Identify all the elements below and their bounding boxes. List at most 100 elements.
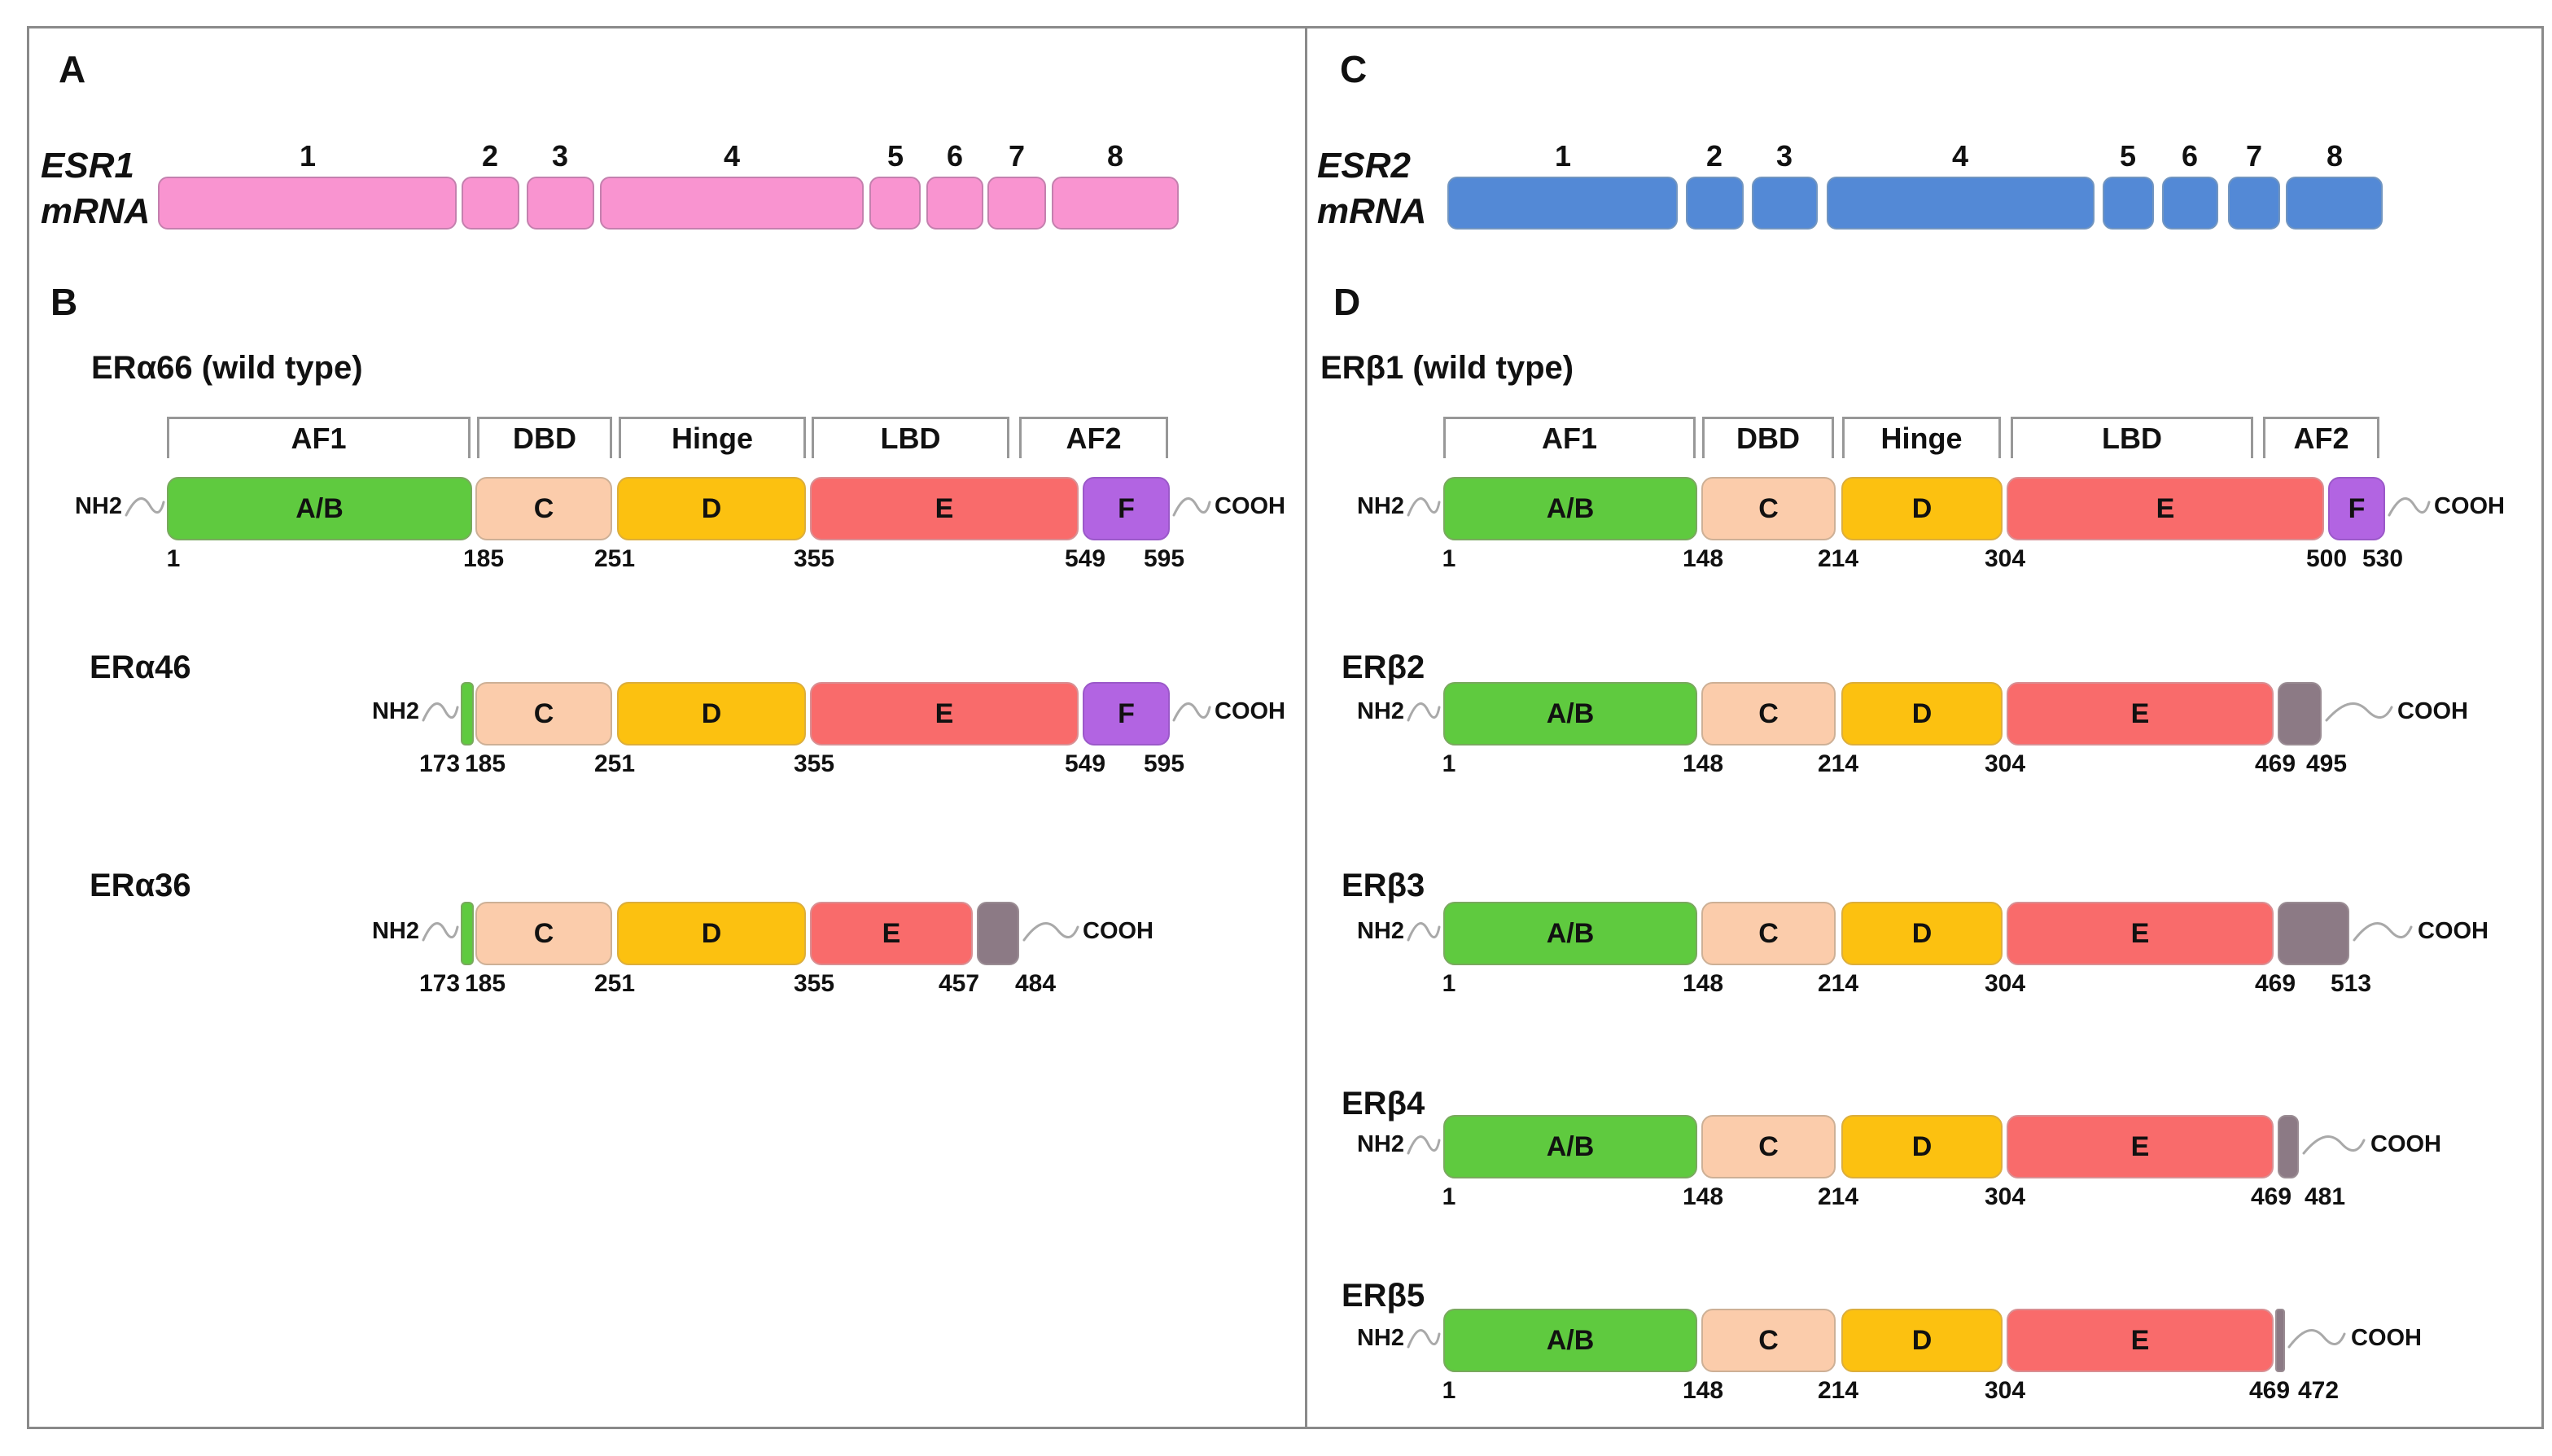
gene-label-line: mRNA [41, 191, 151, 231]
aa-number: 185 [462, 545, 505, 572]
exon-number: 4 [1951, 139, 1969, 173]
aa-number: 1 [1442, 750, 1456, 777]
aa-number: 185 [464, 970, 506, 997]
domain-label: D [1911, 918, 1933, 949]
exon-box [158, 177, 457, 230]
exon-number: 1 [1554, 139, 1572, 173]
exon-box [1827, 177, 2095, 230]
domain-bracket: AF2 [1019, 417, 1168, 458]
domain-box: E [810, 682, 1079, 745]
nh2-label: NH2 [1356, 1325, 1404, 1351]
domain-box: D [1841, 1309, 2003, 1372]
isoform-title: ERβ2 [1342, 649, 1425, 685]
gene-label-line: ESR2 [1317, 146, 1411, 186]
aa-number: 173 [418, 750, 461, 777]
domain-box [2275, 1309, 2285, 1372]
cooh-label: COOH [1083, 918, 1153, 944]
domain-label: C [1758, 1325, 1779, 1356]
domain-box [461, 682, 474, 745]
aa-number: 214 [1817, 1377, 1859, 1404]
nh2-squiggle [422, 694, 459, 730]
gene-label-line: ESR1 [41, 146, 134, 186]
bracket-label: DBD [513, 422, 576, 455]
domain-bracket: AF1 [1443, 417, 1696, 458]
domain-label: A/B [1546, 698, 1595, 729]
exon-box [1686, 177, 1744, 230]
aa-number: 185 [464, 750, 506, 777]
cooh-squiggle [2353, 914, 2413, 950]
domain-label: D [1911, 1131, 1933, 1162]
domain-bracket: AF1 [167, 417, 471, 458]
domain-box: D [1841, 1115, 2003, 1178]
nh2-label: NH2 [74, 493, 122, 519]
domain-box: A/B [1443, 902, 1697, 965]
domain-box: F [1083, 477, 1170, 540]
exon-number: 8 [1106, 139, 1124, 173]
aa-number: 304 [1984, 545, 2026, 572]
aa-number: 595 [1143, 545, 1185, 572]
domain-box [461, 902, 474, 965]
aa-number: 530 [2362, 545, 2404, 572]
aa-number: 355 [793, 970, 835, 997]
domain-box: F [2328, 477, 2385, 540]
aa-number: 469 [2254, 970, 2296, 997]
exon-number: 7 [2245, 139, 2263, 173]
bracket-label: LBD [2102, 422, 2162, 455]
domain-box: C [475, 902, 612, 965]
domain-box: D [1841, 682, 2003, 745]
domain-label: F [1118, 493, 1135, 524]
domain-label: D [1911, 1325, 1933, 1356]
domain-label: A/B [1546, 1131, 1595, 1162]
domain-box: E [2007, 477, 2324, 540]
domain-box: C [475, 682, 612, 745]
isoform-title: ERβ3 [1342, 868, 1425, 903]
gene-label-line: mRNA [1317, 191, 1427, 231]
exon-number: 5 [886, 139, 904, 173]
isoform-title: ERα36 [90, 868, 191, 903]
domain-box: C [475, 477, 612, 540]
bracket-label: DBD [1736, 422, 1800, 455]
aa-number: 469 [2254, 750, 2296, 777]
nh2-squiggle [1407, 1321, 1441, 1357]
domain-label: E [2130, 918, 2150, 949]
domain-box: E [2007, 682, 2274, 745]
exon-number: 8 [2326, 139, 2344, 173]
aa-number: 484 [1014, 970, 1057, 997]
domain-bracket: Hinge [619, 417, 806, 458]
bracket-label: AF2 [2293, 422, 2349, 455]
cooh-label: COOH [2370, 1131, 2441, 1157]
aa-number: 173 [418, 970, 461, 997]
aa-number: 251 [593, 545, 636, 572]
cooh-label: COOH [2397, 698, 2468, 724]
domain-box: E [810, 477, 1079, 540]
exon-box [1752, 177, 1818, 230]
cooh-squiggle [1172, 489, 1211, 525]
cooh-squiggle [2388, 489, 2431, 525]
domain-label: E [2130, 698, 2150, 729]
aa-number: 1 [1442, 545, 1456, 572]
cooh-label: COOH [1215, 698, 1285, 724]
domain-label: C [1758, 1131, 1779, 1162]
nh2-squiggle [1407, 489, 1441, 525]
aa-number: 304 [1984, 970, 2026, 997]
domain-label: C [1758, 698, 1779, 729]
domain-box [2278, 1115, 2299, 1178]
aa-number: 469 [2250, 1183, 2292, 1210]
domain-label: E [935, 698, 954, 729]
exon-box [1447, 177, 1678, 230]
cooh-label: COOH [1215, 493, 1285, 519]
aa-number: 304 [1984, 1183, 2026, 1210]
domain-label: A/B [295, 493, 344, 524]
aa-number: 214 [1817, 1183, 1859, 1210]
aa-number: 472 [2297, 1377, 2340, 1404]
nh2-squiggle [1407, 1127, 1441, 1163]
domain-label: C [533, 698, 554, 729]
nh2-label: NH2 [1356, 918, 1404, 944]
domain-label: E [2156, 493, 2175, 524]
aa-number: 148 [1682, 1183, 1724, 1210]
aa-number: 148 [1682, 545, 1724, 572]
nh2-label: NH2 [1356, 1131, 1404, 1157]
exon-number: 2 [481, 139, 499, 173]
domain-box: E [2007, 1309, 2274, 1372]
